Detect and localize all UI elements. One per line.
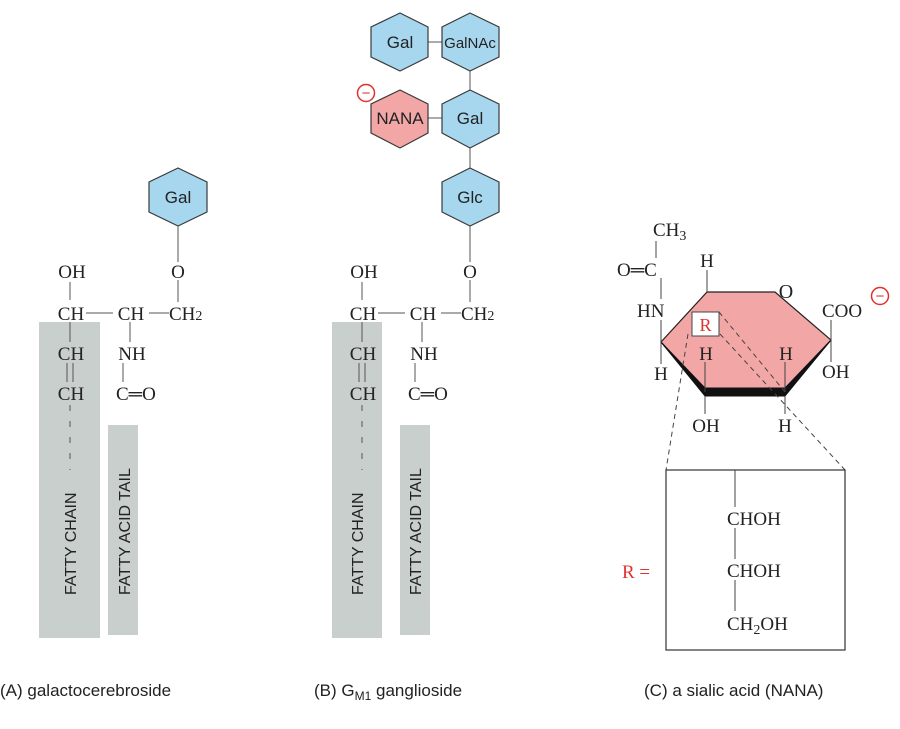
oh-label-b: OH bbox=[350, 262, 378, 283]
h-mid1-label: H bbox=[699, 344, 713, 365]
negative-charge-icon-c bbox=[870, 286, 890, 306]
dashed-guide bbox=[665, 333, 689, 471]
fatty-chain-bar-a bbox=[39, 322, 100, 638]
nh-label-a: NH bbox=[118, 344, 146, 365]
r-group-label: R bbox=[699, 315, 711, 335]
negative-charge-sign-c: − bbox=[876, 288, 885, 305]
panel-b: Gal GalNAc NANA Gal Glc − O OH CH CH CH2… bbox=[314, 12, 500, 703]
dashed-guide bbox=[719, 333, 846, 471]
fatty-chain-bar-b bbox=[332, 322, 382, 638]
r-group-box bbox=[691, 311, 720, 337]
gal-mid-label-b: Gal bbox=[457, 109, 483, 128]
gal-top-label-b: Gal bbox=[387, 33, 413, 52]
caption-b: (B) GM1 ganglioside bbox=[314, 681, 462, 703]
nana-label-b: NANA bbox=[376, 109, 424, 128]
ch-label-b2: CH bbox=[410, 304, 437, 325]
ch-label-b: CH bbox=[350, 304, 377, 325]
carbonyl-label-a: C═O bbox=[116, 384, 156, 405]
ch3-label: CH3 bbox=[653, 220, 686, 244]
gal-label-a: Gal bbox=[165, 188, 191, 207]
fatty-acid-tail-bar-a bbox=[108, 425, 138, 635]
oh-right-label: OH bbox=[822, 362, 850, 383]
ring-oxygen-label: O bbox=[779, 281, 793, 303]
gal-mid-hexagon-b bbox=[441, 89, 500, 149]
fatty-chain-label-b: FATTY CHAIN bbox=[350, 492, 367, 595]
gal-top-hexagon-b bbox=[370, 12, 429, 72]
negative-charge-icon-b bbox=[356, 83, 376, 103]
oh-bottom-label: OH bbox=[692, 416, 720, 437]
negative-charge-sign-b: − bbox=[362, 85, 371, 102]
r-equals-label: R = bbox=[622, 562, 650, 583]
glc-hexagon-b bbox=[441, 167, 500, 227]
galnac-label-b: GalNAc bbox=[444, 35, 496, 52]
fatty-acid-tail-bar-b bbox=[400, 425, 430, 635]
ch-lower-label-b: CH bbox=[350, 384, 377, 405]
ch2-label-b: CH2 bbox=[461, 304, 494, 325]
h-top-label: H bbox=[700, 251, 714, 272]
r-expansion-box bbox=[665, 469, 846, 651]
ch-upper-label-a: CH bbox=[58, 344, 85, 365]
ch-upper-label-b: CH bbox=[350, 344, 377, 365]
glc-label-b: Glc bbox=[457, 188, 483, 207]
fatty-acid-tail-label-b: FATTY ACID TAIL bbox=[408, 468, 425, 595]
h-left-label: H bbox=[654, 364, 668, 385]
oxygen-label-b: O bbox=[463, 262, 477, 283]
oxygen-label-a: O bbox=[171, 262, 185, 283]
carbonyl-label-b: C═O bbox=[408, 384, 448, 405]
ch2-label-a: CH2 bbox=[169, 304, 202, 325]
ch-label-a: CH bbox=[58, 304, 85, 325]
nh-label-b: NH bbox=[410, 344, 438, 365]
panel-c: R CH3 O═C H HN O COO − H H H OH OH H CHO… bbox=[617, 220, 890, 700]
coo-label: COO bbox=[822, 301, 862, 322]
h-mid2-label: H bbox=[779, 344, 793, 365]
carbonyl-label-c: O═C bbox=[617, 260, 657, 281]
caption-c: (C) a sialic acid (NANA) bbox=[644, 681, 823, 700]
fatty-acid-tail-label-a: FATTY ACID TAIL bbox=[117, 468, 134, 595]
ch-label-a2: CH bbox=[118, 304, 145, 325]
ch2oh-label: CH2OH bbox=[727, 614, 788, 638]
nana-hexagon-b bbox=[370, 89, 429, 149]
pyranose-ring bbox=[660, 291, 832, 393]
galnac-hexagon-b bbox=[441, 12, 500, 72]
fatty-chain-label-a: FATTY CHAIN bbox=[63, 492, 80, 595]
h-bottom-label: H bbox=[778, 416, 792, 437]
caption-a: (A) galactocerebroside bbox=[0, 681, 171, 700]
hn-label: HN bbox=[637, 301, 665, 322]
choh1-label: CHOH bbox=[727, 509, 781, 530]
oh-label-a: OH bbox=[58, 262, 86, 283]
ch-lower-label-a: CH bbox=[58, 384, 85, 405]
choh2-label: CHOH bbox=[727, 561, 781, 582]
panel-a: Gal O OH CH CH CH2 CH NH CH C═O FATTY CH… bbox=[0, 167, 208, 700]
